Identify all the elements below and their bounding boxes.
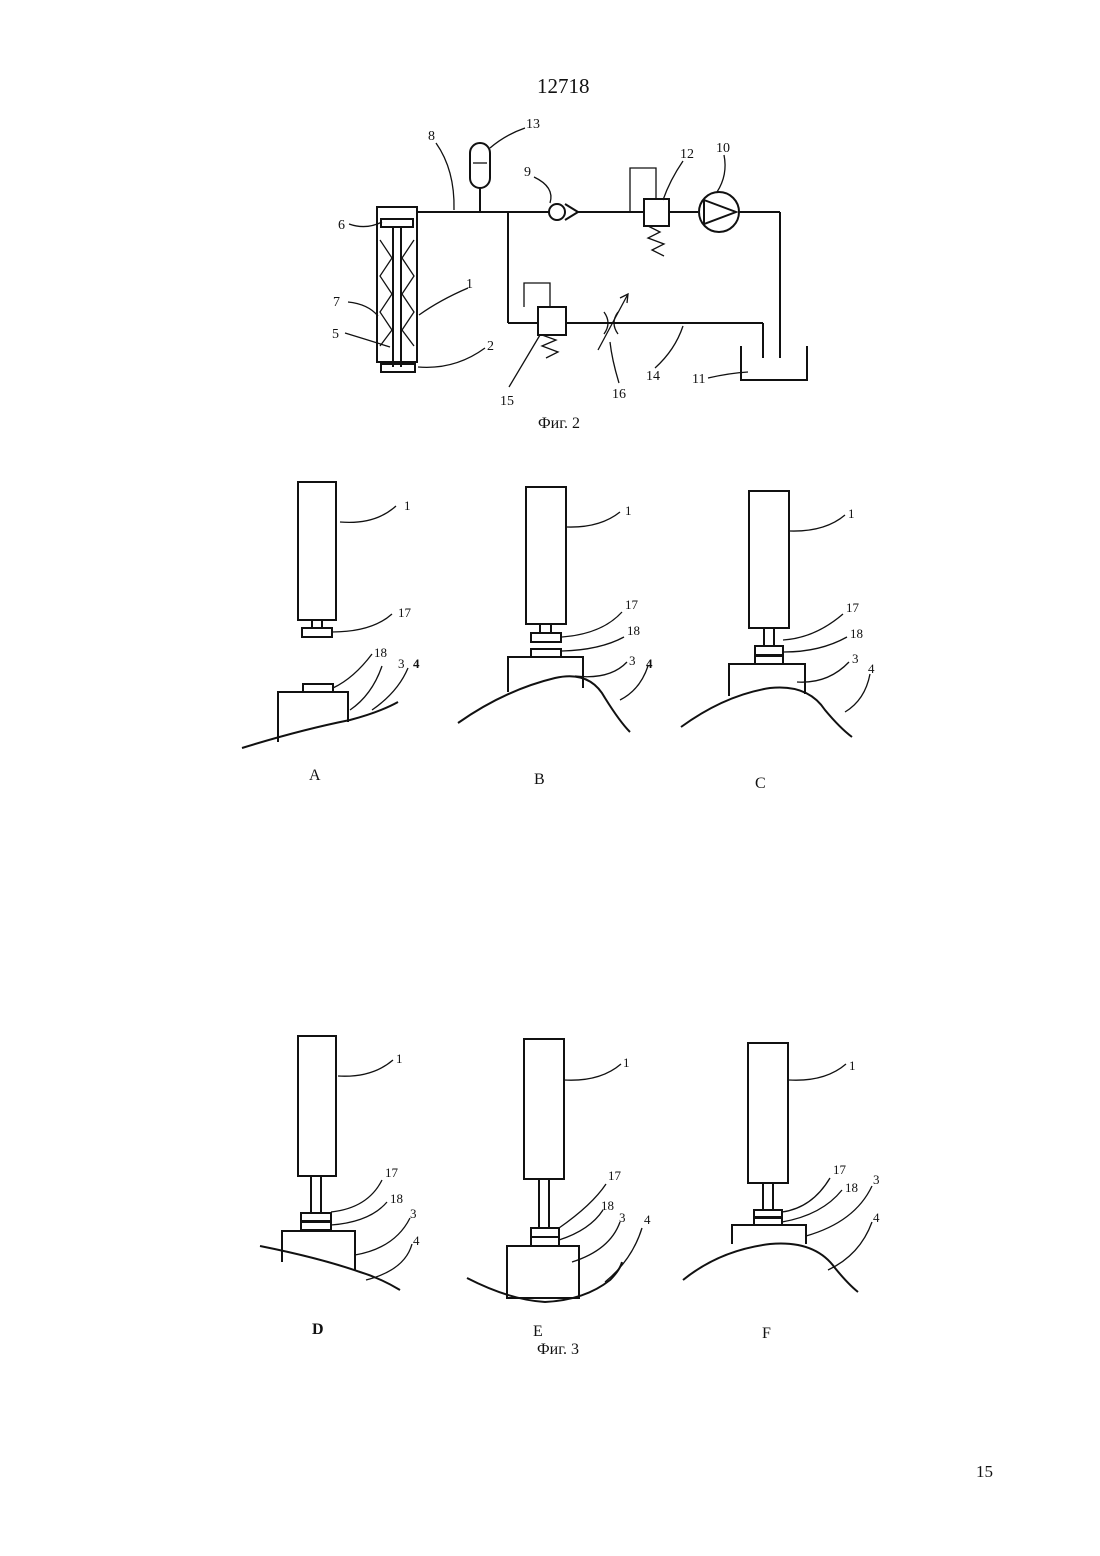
label-18: 18: [845, 1180, 858, 1195]
fig2-label-1: 1: [466, 277, 473, 292]
fig3-panel-f: 1 17 18 3 4 F: [683, 1043, 880, 1342]
fig2-label-5: 5: [332, 327, 339, 342]
fig3-panel-a: 1 17 18 3 4 A: [242, 482, 420, 784]
fig2-label-8: 8: [428, 129, 435, 144]
pad-18: [303, 684, 333, 692]
fig2-label-9: 9: [524, 165, 531, 180]
label-4: 4: [644, 1212, 651, 1227]
label-1: 1: [849, 1058, 856, 1073]
pad-18: [754, 1218, 782, 1225]
block-3: [729, 664, 805, 696]
relief-valve-15: [538, 307, 566, 335]
fig2-label-13: 13: [526, 117, 540, 132]
check-valve: [549, 204, 565, 220]
gripper-17: [754, 1210, 782, 1217]
label-18: 18: [601, 1198, 614, 1213]
panel-letter-c: C: [755, 775, 766, 792]
fig2-label-11: 11: [692, 372, 705, 387]
label-1: 1: [396, 1051, 403, 1066]
block-3: [508, 657, 583, 692]
label-17: 17: [625, 597, 639, 612]
panel-letter-a: A: [309, 767, 321, 784]
figure-2-caption: Фиг. 2: [538, 415, 580, 432]
fig2-label-6: 6: [338, 218, 345, 233]
panel-letter-f: F: [762, 1325, 771, 1342]
fig3-panel-c: 1 17 18 3 4 C: [681, 491, 875, 792]
label-4: 4: [413, 1233, 420, 1248]
pad-18: [755, 656, 783, 664]
label-17: 17: [385, 1165, 399, 1180]
gripper-17: [531, 1228, 559, 1237]
cylinder: [298, 1036, 336, 1176]
fig2-label-2: 2: [487, 339, 494, 354]
label-4: 4: [413, 656, 420, 671]
ground-4: [458, 676, 630, 732]
gripper-17: [531, 633, 561, 642]
label-4: 4: [646, 656, 653, 671]
fig2-label-14: 14: [646, 369, 660, 384]
fig3-panel-e: 1 17 18 3 4 E: [467, 1039, 651, 1340]
piston-head: [381, 219, 413, 227]
fig2-label-12: 12: [680, 147, 694, 162]
label-4: 4: [873, 1210, 880, 1225]
label-1: 1: [404, 498, 411, 513]
label-17: 17: [608, 1168, 622, 1183]
label-18: 18: [850, 626, 863, 641]
figure-2-schematic: 6 7 5 1 2 8 13 9 12 10 15 16 14 11 Фиг. …: [332, 117, 807, 432]
label-17: 17: [846, 600, 860, 615]
figure-3-caption: Фиг. 3: [537, 1341, 579, 1358]
cylinder: [749, 491, 789, 628]
relief-valve-12: [644, 199, 669, 226]
label-1: 1: [848, 506, 855, 521]
label-1: 1: [623, 1055, 630, 1070]
hydraulic-cylinder: [377, 207, 417, 362]
ground-4: [467, 1262, 622, 1302]
label-18: 18: [390, 1191, 403, 1206]
base-plate: [381, 364, 415, 372]
gripper-17: [301, 1213, 331, 1221]
label-17: 17: [398, 605, 412, 620]
tank: [741, 346, 807, 380]
label-1: 1: [625, 503, 632, 518]
label-18: 18: [374, 645, 387, 660]
fig3-panel-d: 1 17 18 3 4 D: [260, 1036, 420, 1338]
gripper-17: [302, 628, 332, 637]
label-3: 3: [852, 651, 859, 666]
spring-right: [402, 240, 414, 346]
cylinder: [298, 482, 336, 620]
fig2-label-15: 15: [500, 394, 514, 409]
label-3: 3: [873, 1172, 880, 1187]
fig3-panel-b: 1 17 18 3 4 B: [458, 487, 653, 788]
pad-18: [531, 1237, 559, 1246]
label-3: 3: [398, 656, 405, 671]
fig2-label-16: 16: [612, 387, 626, 402]
cylinder: [748, 1043, 788, 1183]
label-4: 4: [868, 661, 875, 676]
fig2-label-7: 7: [333, 295, 340, 310]
panel-letter-e: E: [533, 1323, 543, 1340]
block-3: [282, 1231, 355, 1270]
panel-letter-b: B: [534, 771, 545, 788]
fig2-label-10: 10: [716, 141, 730, 156]
accumulator: [470, 143, 490, 188]
label-3: 3: [410, 1206, 417, 1221]
pad-18: [531, 649, 561, 657]
gripper-17: [755, 646, 783, 655]
ground-4: [681, 687, 852, 737]
cylinder: [524, 1039, 564, 1179]
block-3: [507, 1246, 579, 1298]
label-3: 3: [619, 1210, 626, 1225]
cylinder: [526, 487, 566, 624]
label-18: 18: [627, 623, 640, 638]
spring-left: [380, 240, 392, 346]
pad-18: [301, 1222, 331, 1230]
panel-letter-d: D: [312, 1321, 324, 1338]
block-3: [732, 1225, 806, 1244]
label-17: 17: [833, 1162, 847, 1177]
label-3: 3: [629, 653, 636, 668]
